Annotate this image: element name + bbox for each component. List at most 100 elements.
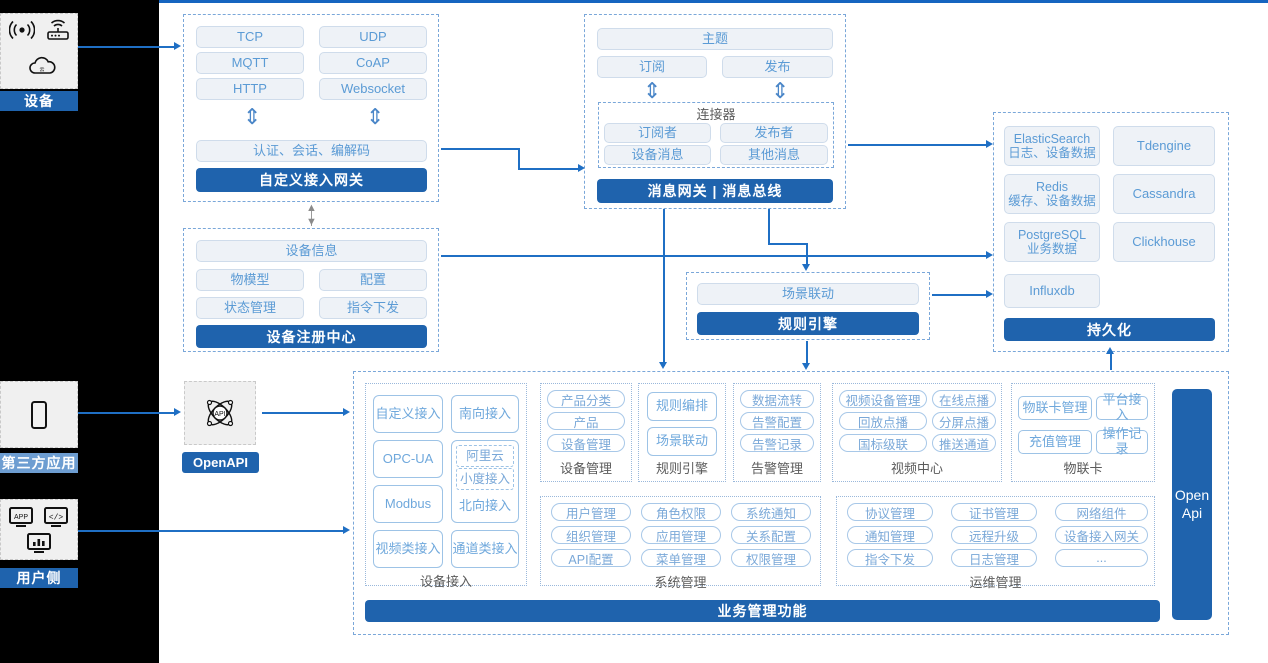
chip-state-management[interactable]: 状态管理 — [196, 297, 304, 319]
chip-permission-management[interactable]: 权限管理 — [731, 549, 811, 567]
chip-iot-card-management[interactable]: 物联卡管理 — [1018, 396, 1092, 420]
chip-scene-linkage[interactable]: 场景联动 — [697, 283, 919, 305]
chip-product[interactable]: 产品 — [547, 412, 625, 430]
chip-push-channel[interactable]: 推送通道 — [932, 434, 996, 452]
rail-badge-device-label: 设备 — [24, 93, 54, 109]
group-label-ops-management: 运维管理 — [969, 575, 1022, 590]
chip-menu-management[interactable]: 菜单管理 — [641, 549, 721, 567]
arrow-msg-to-rule — [801, 264, 810, 271]
chip-mqtt[interactable]: MQTT — [196, 52, 304, 74]
chip-xiaodu-access[interactable]: 小度接入 — [456, 468, 514, 490]
chip-user-management[interactable]: 用户管理 — [551, 503, 631, 521]
bar-device-registry[interactable]: 设备注册中心 — [196, 325, 427, 348]
chip-other-message[interactable]: 其他消息 — [720, 145, 828, 165]
chip-publish[interactable]: 发布 — [722, 56, 833, 78]
chip-influxdb[interactable]: Influxdb — [1004, 274, 1100, 308]
openapi-vertical-bar[interactable]: Open Api — [1172, 389, 1212, 620]
chip-coap[interactable]: CoAP — [319, 52, 427, 74]
chip-log-management[interactable]: 日志管理 — [951, 549, 1037, 567]
chip-topic[interactable]: 主题 — [597, 28, 833, 50]
chip-online-vod[interactable]: 在线点播 — [932, 390, 996, 408]
rail-thirdparty-icons — [0, 381, 78, 448]
connector-msg-down-main — [663, 209, 665, 366]
chip-split-screen-vod[interactable]: 分屏点播 — [932, 412, 996, 430]
chip-gb-cascade[interactable]: 国标级联 — [839, 434, 927, 452]
chip-recharge-management[interactable]: 充值管理 — [1018, 430, 1092, 454]
chip-data-flow[interactable]: 数据流转 — [740, 390, 814, 408]
bar-rule-engine[interactable]: 规则引擎 — [697, 312, 919, 335]
business-group — [353, 371, 1229, 635]
chip-postgresql[interactable]: PostgreSQL 业务数据 — [1004, 222, 1100, 262]
chip-certificate-management[interactable]: 证书管理 — [951, 503, 1037, 521]
chip-device-management[interactable]: 设备管理 — [547, 434, 625, 452]
connector-rule-down-business — [806, 341, 808, 366]
chip-playback-vod[interactable]: 回放点播 — [839, 412, 927, 430]
chip-aliyun[interactable]: 阿里云 — [456, 445, 514, 467]
arrow-persistence-up — [1105, 347, 1114, 354]
cloud-icon: 云 — [27, 55, 57, 77]
chip-http[interactable]: HTTP — [196, 78, 304, 100]
chip-network-component[interactable]: 网络组件 — [1055, 503, 1148, 521]
chip-channel-access[interactable]: 通道类接入 — [451, 530, 519, 568]
chip-clickhouse[interactable]: Clickhouse — [1113, 222, 1215, 262]
chip-product-category[interactable]: 产品分类 — [547, 390, 625, 408]
chip-modbus[interactable]: Modbus — [373, 485, 443, 523]
chip-video-device-management[interactable]: 视频设备管理 — [839, 390, 927, 408]
chip-device-info[interactable]: 设备信息 — [196, 240, 427, 262]
bar-persistence[interactable]: 持久化 — [1004, 318, 1215, 341]
chip-role-permission[interactable]: 角色权限 — [641, 503, 721, 521]
chip-northbound-access[interactable]: 阿里云 小度接入 北向接入 — [451, 440, 519, 523]
chip-device-access-gateway[interactable]: 设备接入网关 — [1055, 526, 1148, 544]
connector-group — [598, 102, 834, 168]
group-label-video-center: 视频中心 — [890, 461, 943, 476]
chip-thing-model[interactable]: 物模型 — [196, 269, 304, 291]
chart-window-icon — [26, 532, 52, 554]
chip-alarm-record[interactable]: 告警记录 — [740, 434, 814, 452]
rail-badge-user: 用户侧 — [0, 568, 78, 588]
chip-protocol-management[interactable]: 协议管理 — [847, 503, 933, 521]
chip-elasticsearch[interactable]: ElasticSearch 日志、设备数据 — [1004, 126, 1100, 166]
bar-business-management[interactable]: 业务管理功能 — [365, 600, 1160, 622]
chip-publisher[interactable]: 发布者 — [720, 123, 828, 143]
updown-arrow-left-icon: ⇕ — [243, 104, 262, 129]
top-accent-line — [159, 0, 1268, 3]
chip-config[interactable]: 配置 — [319, 269, 427, 291]
chip-udp[interactable]: UDP — [319, 26, 427, 48]
bar-message-gateway-bus[interactable]: 消息网关 | 消息总线 — [597, 179, 833, 203]
chip-opc-ua[interactable]: OPC-UA — [373, 440, 443, 478]
group-label-device-access: 设备接入 — [419, 574, 472, 589]
arrow-device-to-gateway — [174, 41, 181, 50]
arrow-thirdparty-to-openapi — [174, 407, 181, 416]
chip-app-management[interactable]: 应用管理 — [641, 526, 721, 544]
chip-scene-linkage-biz[interactable]: 场景联动 — [647, 427, 717, 456]
chip-tdengine[interactable]: Tdengine — [1113, 126, 1215, 166]
chip-org-management[interactable]: 组织管理 — [551, 526, 631, 544]
chip-rule-orchestration[interactable]: 规则编排 — [647, 392, 717, 421]
chip-websocket[interactable]: Websocket — [319, 78, 427, 100]
chip-notify-management[interactable]: 通知管理 — [847, 526, 933, 544]
chip-operation-record[interactable]: 操作记录 — [1096, 426, 1148, 456]
chip-auth-session-codec[interactable]: 认证、会话、编解码 — [196, 140, 427, 162]
chip-device-message[interactable]: 设备消息 — [604, 145, 711, 165]
chip-remote-upgrade[interactable]: 远程升级 — [951, 526, 1037, 544]
chip-cassandra[interactable]: Cassandra — [1113, 174, 1215, 214]
chip-redis[interactable]: Redis 缓存、设备数据 — [1004, 174, 1100, 214]
bar-custom-access-gateway[interactable]: 自定义接入网关 — [196, 168, 427, 192]
chip-tcp[interactable]: TCP — [196, 26, 304, 48]
chip-more-ellipsis[interactable]: ... — [1055, 549, 1148, 567]
chip-command-dispatch-ops[interactable]: 指令下发 — [847, 549, 933, 567]
chip-subscribe[interactable]: 订阅 — [597, 56, 707, 78]
chip-command-dispatch[interactable]: 指令下发 — [319, 297, 427, 319]
arrow-openapi-to-business — [343, 407, 350, 416]
chip-system-notification[interactable]: 系统通知 — [731, 503, 811, 521]
chip-api-config[interactable]: API配置 — [551, 549, 631, 567]
chip-platform-access[interactable]: 平台接入 — [1096, 392, 1148, 422]
chip-relation-config[interactable]: 关系配置 — [731, 526, 811, 544]
chip-southbound-access[interactable]: 南向接入 — [451, 395, 519, 433]
chip-video-access[interactable]: 视频类接入 — [373, 530, 443, 568]
chip-subscriber[interactable]: 订阅者 — [604, 123, 711, 143]
chip-custom-access[interactable]: 自定义接入 — [373, 395, 443, 433]
chip-alarm-config[interactable]: 告警配置 — [740, 412, 814, 430]
app-window-icon: APP — [8, 506, 34, 528]
badge-openapi[interactable]: OpenAPI — [182, 452, 259, 473]
